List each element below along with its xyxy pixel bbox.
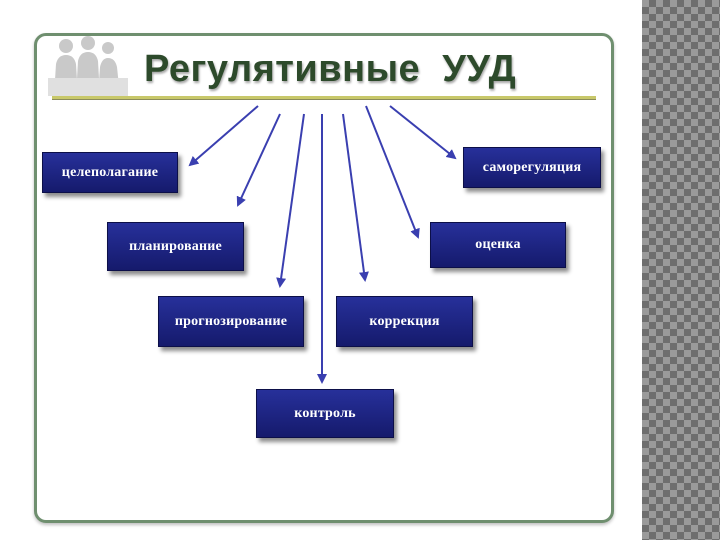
node-samoregulyaciya: саморегуляция — [463, 147, 601, 188]
arrow-to-celepolaganie — [190, 106, 258, 165]
arrow-to-ocenka — [366, 106, 418, 237]
node-celepolaganie: целеполагание — [42, 152, 178, 193]
node-ocenka: оценка — [430, 222, 566, 268]
node-planirovanie: планирование — [107, 222, 244, 271]
node-korrekciya: коррекция — [336, 296, 473, 347]
arrow-to-samoreg — [390, 106, 455, 158]
arrow-to-korrekcia — [343, 114, 365, 280]
node-kontrol: контроль — [256, 389, 394, 438]
node-prognozirovanie: прогнозирование — [158, 296, 304, 347]
arrow-to-prognoz — [280, 114, 304, 286]
arrow-to-planirovanie — [238, 114, 280, 205]
